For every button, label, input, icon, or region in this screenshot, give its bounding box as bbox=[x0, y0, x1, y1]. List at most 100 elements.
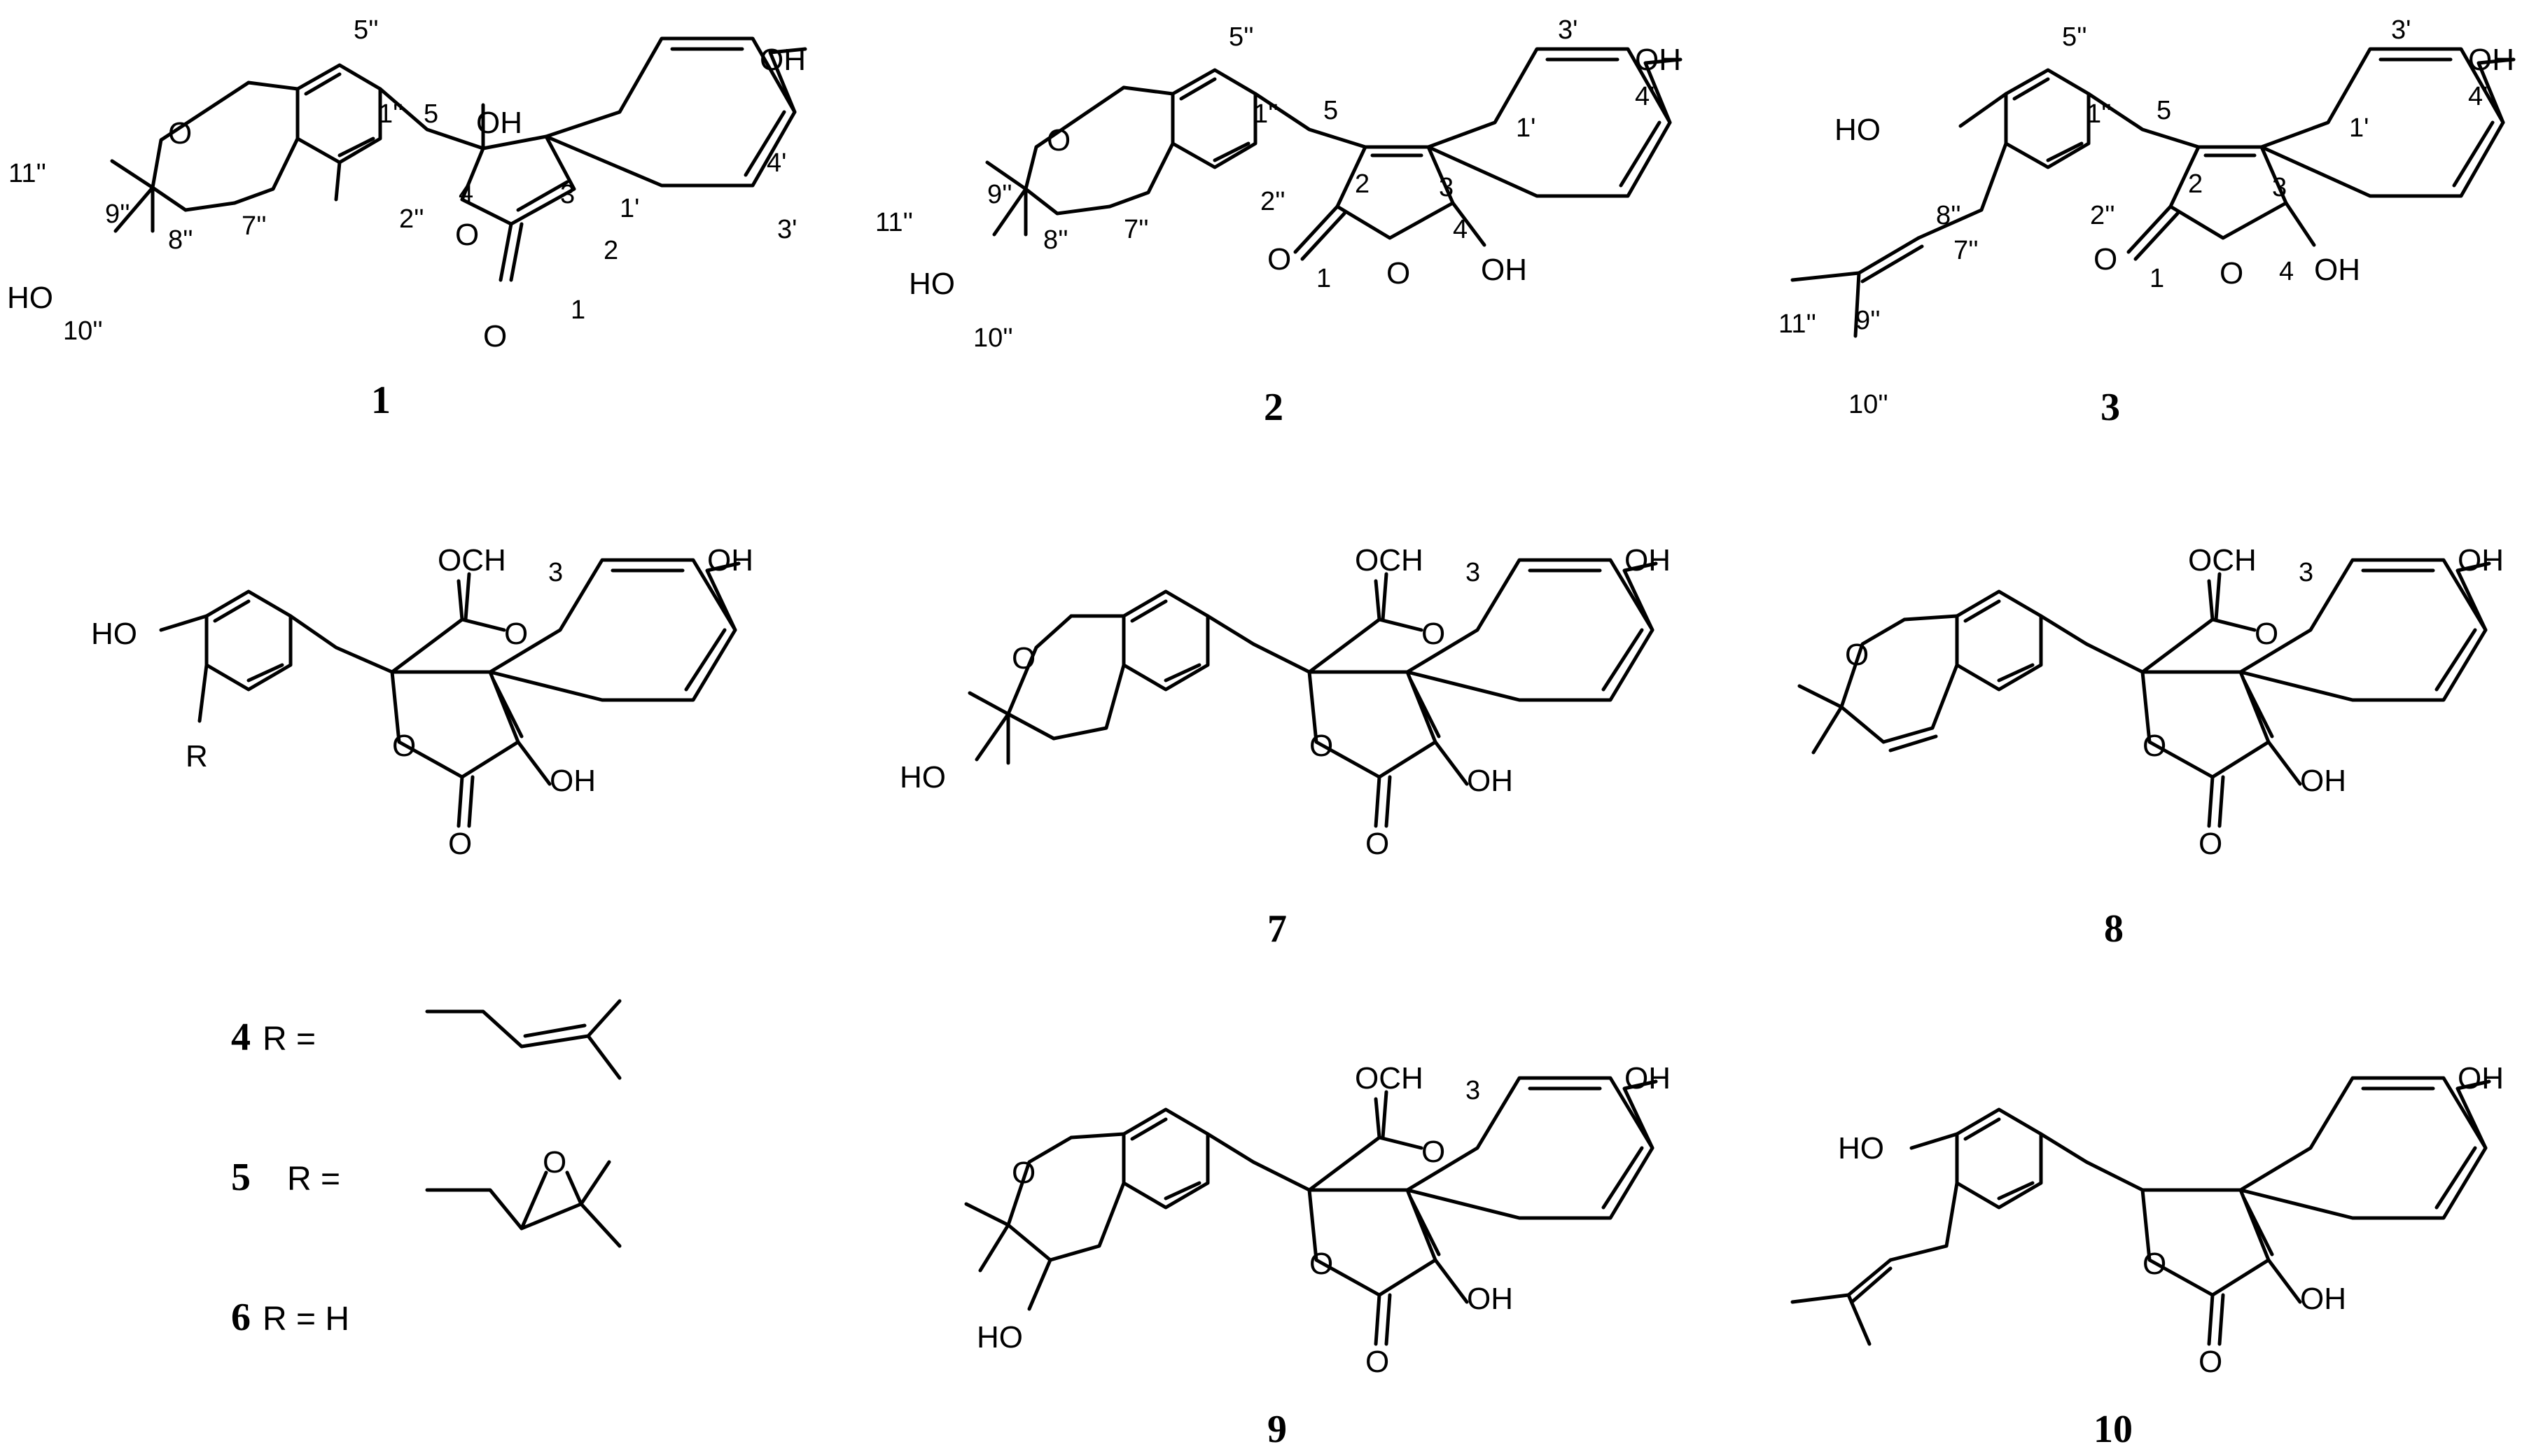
locant-4: 4 bbox=[1453, 215, 1468, 244]
label-oh: OH bbox=[550, 764, 596, 798]
structure-compound-4-6-core: HO R OCH 3 O O O OH OH bbox=[91, 543, 753, 861]
label-carbonyl-o: O bbox=[1365, 1345, 1389, 1379]
structure-compound-10: HO O O OH OH 10 bbox=[1790, 1061, 2504, 1451]
label-ho: HO bbox=[900, 760, 946, 794]
label-och3-subscript: 3 bbox=[1465, 558, 1480, 587]
locant-2pp: 2'' bbox=[399, 204, 424, 234]
locant-1: 1 bbox=[2150, 264, 2164, 293]
label-carbonyl-o: O bbox=[2093, 242, 2117, 276]
locant-4p: 4' bbox=[2468, 82, 2488, 111]
r-group-5-epoxide-o: O bbox=[543, 1145, 566, 1180]
label-ring-o: O bbox=[168, 116, 192, 150]
label-oh: OH bbox=[2314, 253, 2360, 287]
label-lactone-o: O bbox=[455, 218, 479, 252]
structure-compound-7: O HO OCH 3 O O O OH OH 7 bbox=[900, 543, 1671, 951]
compound-id-6: 6 bbox=[231, 1296, 251, 1339]
locant-1: 1 bbox=[571, 295, 585, 325]
label-oh: OH bbox=[1467, 764, 1513, 798]
locant-11pp: 11'' bbox=[1778, 309, 1816, 339]
label-carbonyl-o: O bbox=[448, 827, 472, 861]
label-carbonyl-o: O bbox=[483, 319, 507, 354]
r-group-4-label: R = bbox=[263, 1021, 316, 1058]
label-ester-o: O bbox=[1421, 1135, 1445, 1169]
label-ring-o: O bbox=[1047, 123, 1071, 158]
compound-id-9: 9 bbox=[1267, 1408, 1287, 1451]
locant-4p: 4' bbox=[1635, 82, 1654, 111]
label-carbonyl-o: O bbox=[2199, 827, 2222, 861]
locant-2pp: 2'' bbox=[1260, 187, 1286, 216]
locant-8pp: 8'' bbox=[1936, 201, 1961, 230]
locant-1p: 1' bbox=[2349, 113, 2369, 143]
label-lactone-o: O bbox=[2143, 729, 2166, 763]
label-oh: OH bbox=[476, 106, 522, 140]
locant-5pp: 5'' bbox=[354, 15, 379, 45]
locant-11pp: 11'' bbox=[875, 208, 913, 237]
locant-1p: 1' bbox=[620, 194, 639, 223]
structure-compound-3: HO O O OH OH 5'' 1'' 5 2'' 8'' 7'' 9'' 1… bbox=[1778, 15, 2516, 429]
locant-3p: 3' bbox=[777, 215, 797, 244]
locant-1: 1 bbox=[1316, 264, 1331, 293]
label-phenol-oh: OH bbox=[1624, 1061, 1671, 1096]
label-ho: HO bbox=[1834, 113, 1881, 147]
locant-5pp: 5'' bbox=[2062, 22, 2087, 52]
locant-3: 3 bbox=[2272, 173, 2287, 202]
locant-3p: 3' bbox=[2391, 15, 2411, 45]
label-r: R bbox=[186, 739, 208, 774]
label-lactone-o: O bbox=[392, 729, 416, 763]
compound-id-7: 7 bbox=[1267, 907, 1287, 951]
label-och3-subscript: 3 bbox=[548, 558, 563, 587]
label-ho: HO bbox=[977, 1320, 1023, 1354]
r-group-table: 4 R = 5 R = O 6 R = H bbox=[231, 999, 622, 1339]
locant-11pp: 11'' bbox=[8, 159, 46, 188]
label-oh: OH bbox=[1481, 253, 1527, 287]
r-group-5-label: R = bbox=[287, 1161, 340, 1198]
label-ester-o: O bbox=[2255, 617, 2278, 651]
locant-7pp: 7'' bbox=[1124, 215, 1149, 244]
label-phenol-oh: OH bbox=[707, 543, 753, 578]
locant-1pp: 1'' bbox=[2086, 99, 2112, 129]
structure-compound-8: O OCH 3 O O O OH OH 8 bbox=[1797, 543, 2504, 951]
r-group-5-epoxide bbox=[425, 1160, 622, 1248]
locant-5: 5 bbox=[1323, 96, 1338, 125]
label-och3-subscript: 3 bbox=[1465, 1076, 1480, 1105]
locant-2pp: 2'' bbox=[2090, 201, 2115, 230]
label-phenol-oh: OH bbox=[2468, 43, 2514, 77]
locant-9pp: 9'' bbox=[987, 180, 1012, 209]
compound-id-3: 3 bbox=[2100, 386, 2120, 429]
label-oh: OH bbox=[2300, 1282, 2346, 1316]
label-oh: OH bbox=[1467, 1282, 1513, 1316]
label-och3: OCH bbox=[1355, 1061, 1423, 1096]
r-group-4-prenyl bbox=[425, 999, 622, 1080]
compound-id-2: 2 bbox=[1264, 386, 1283, 429]
label-phenol-oh: OH bbox=[1635, 43, 1681, 77]
label-och3: OCH bbox=[1355, 543, 1423, 578]
locant-7pp: 7'' bbox=[1953, 236, 1979, 265]
label-lactone-o: O bbox=[1309, 729, 1333, 763]
locant-3: 3 bbox=[560, 180, 575, 209]
locant-3p: 3' bbox=[1558, 15, 1577, 45]
label-carbonyl-o: O bbox=[1365, 827, 1389, 861]
locant-2: 2 bbox=[604, 236, 618, 265]
locant-10pp: 10'' bbox=[973, 323, 1013, 353]
label-carbonyl-o: O bbox=[1267, 242, 1291, 276]
locant-4: 4 bbox=[459, 178, 473, 208]
locant-10pp: 10'' bbox=[63, 316, 103, 346]
locant-5pp: 5'' bbox=[1229, 22, 1254, 52]
locant-9pp: 9'' bbox=[105, 200, 130, 229]
locant-3: 3 bbox=[1439, 173, 1454, 202]
locant-1p: 1' bbox=[1516, 113, 1535, 143]
locant-9pp: 9'' bbox=[1855, 306, 1881, 335]
label-phenol-oh: OH bbox=[760, 43, 806, 77]
compound-id-1: 1 bbox=[371, 379, 391, 422]
locant-4p: 4' bbox=[767, 148, 786, 178]
label-ring-o: O bbox=[1012, 641, 1036, 676]
compound-id-5: 5 bbox=[231, 1156, 251, 1199]
compound-id-4: 4 bbox=[231, 1016, 251, 1059]
locant-5: 5 bbox=[424, 99, 438, 129]
label-phenol-oh: OH bbox=[2458, 1061, 2504, 1096]
locant-10pp: 10'' bbox=[1848, 390, 1888, 419]
label-carbonyl-o: O bbox=[2199, 1345, 2222, 1379]
label-ring-o: O bbox=[1845, 638, 1869, 672]
